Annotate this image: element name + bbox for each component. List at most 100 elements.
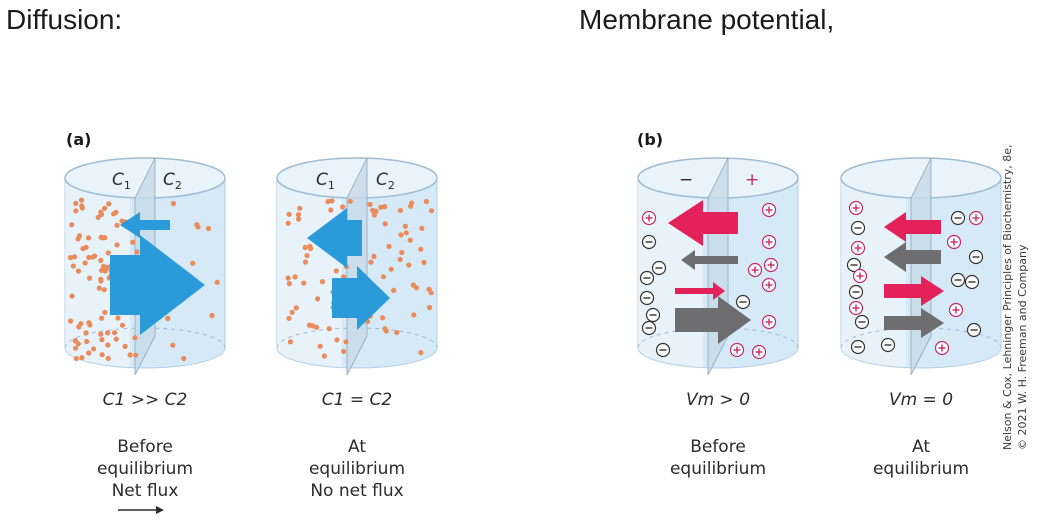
solute-dot [287, 339, 293, 345]
anion-icon [651, 260, 667, 276]
solute-dot [86, 254, 92, 261]
solute-dot [115, 315, 121, 321]
cation-icon [761, 277, 777, 293]
solute-dot [98, 257, 104, 263]
description-b2: At equilibrium [821, 436, 1021, 480]
solute-dot [297, 205, 303, 211]
solute-dot [69, 222, 75, 228]
solute-dot [399, 249, 405, 256]
solute-dot [127, 352, 133, 358]
blue-arrows [110, 212, 205, 335]
solute-dot [317, 343, 323, 349]
condition-a2: C1 = C2 [321, 390, 393, 410]
solute-dot [105, 355, 111, 361]
description-line: equilibrium [669, 459, 767, 479]
solute-dot [73, 208, 79, 214]
solute-dot [321, 353, 327, 359]
solute-dot [114, 222, 120, 228]
description-line: At [912, 437, 930, 457]
solute-dot [380, 315, 386, 321]
net-flux-arrow [118, 506, 164, 514]
solute-dot [79, 355, 85, 361]
c2-label: C2 [163, 170, 182, 192]
anion-icon [848, 284, 864, 300]
blue-arrows [307, 208, 390, 330]
solute-dot [165, 315, 171, 321]
right-sign-label: + [745, 170, 759, 190]
description-line: No net flux [310, 481, 404, 501]
cation-icon [848, 300, 864, 316]
anion-icon [735, 294, 751, 310]
anion-icon [641, 320, 657, 336]
solute-dot [286, 211, 292, 217]
solute-dot [418, 246, 424, 252]
solute-dot [340, 204, 346, 210]
cylinder-b2 [840, 157, 1002, 376]
solute-dot [378, 204, 384, 210]
solute-dot [333, 268, 339, 274]
solute-dot [209, 312, 215, 319]
solute-dot [105, 342, 111, 348]
solute-dot [122, 343, 128, 349]
anion-icon [655, 342, 671, 358]
anion-icon [641, 234, 657, 250]
solute-dot [398, 232, 404, 238]
solute-dot [302, 244, 308, 251]
solute-dot [286, 281, 292, 287]
solute-dot [301, 280, 307, 286]
cylinder-a1: C1 C2 [64, 157, 226, 376]
anion-icon [964, 274, 980, 290]
solute-dot [100, 235, 106, 241]
credit-line-1: Nelson & Cox, Lehninger Principles of Bi… [1001, 144, 1014, 450]
anion-icon [850, 220, 866, 236]
description-line: At [348, 437, 366, 457]
solute-dot [315, 296, 321, 302]
solute-dot [403, 230, 409, 236]
gray-left-arrow [681, 250, 738, 270]
left-arrow-tail [352, 220, 362, 256]
solute-dot [325, 199, 331, 205]
description-b1: Before equilibrium [618, 436, 818, 480]
c1-label: C1 [316, 170, 335, 192]
solute-dot [130, 239, 136, 245]
solute-dot [419, 225, 425, 231]
copyright-credit: Nelson & Cox, Lehninger Principles of Bi… [1000, 144, 1030, 450]
solute-dot [286, 315, 292, 321]
solute-dot [421, 259, 427, 265]
solute-dot [406, 262, 412, 268]
solute-dot [214, 279, 220, 285]
solute-dot [83, 330, 89, 336]
description-line: equilibrium [308, 459, 406, 479]
solute-dot [86, 350, 92, 356]
cation-icon [968, 210, 984, 226]
gray-right-arrow [884, 308, 944, 338]
cation-icon [641, 210, 657, 226]
solute-dot [181, 355, 187, 362]
solute-dot [78, 197, 85, 203]
solute-dot [170, 342, 176, 348]
solute-dot [67, 255, 74, 261]
anion-icon [645, 307, 661, 323]
pink-left-arrow [884, 212, 941, 242]
solute-dot [329, 198, 335, 204]
solute-dot [328, 207, 334, 213]
diffusion-heading: Diffusion: [6, 4, 123, 35]
solute-dot [397, 256, 403, 263]
solute-dot [429, 208, 435, 214]
cation-icon [848, 200, 864, 216]
solute-dot [111, 330, 118, 336]
solute-dot [408, 203, 414, 209]
left-arrow [307, 208, 362, 268]
solute-dot [423, 198, 429, 205]
solute-dot [296, 216, 302, 222]
solute-dot [79, 203, 85, 209]
anion-icon [639, 290, 655, 306]
left-sign-label: − [679, 170, 693, 190]
solute-dot [347, 198, 353, 204]
ions [639, 202, 779, 360]
credit-line-2: © 2021 W. H. Freeman and Company [1016, 244, 1029, 450]
solute-dot [69, 293, 75, 299]
description-a1: Before equilibrium Net flux [45, 436, 245, 502]
small-left-arrow [120, 212, 170, 238]
cation-icon [763, 257, 779, 273]
